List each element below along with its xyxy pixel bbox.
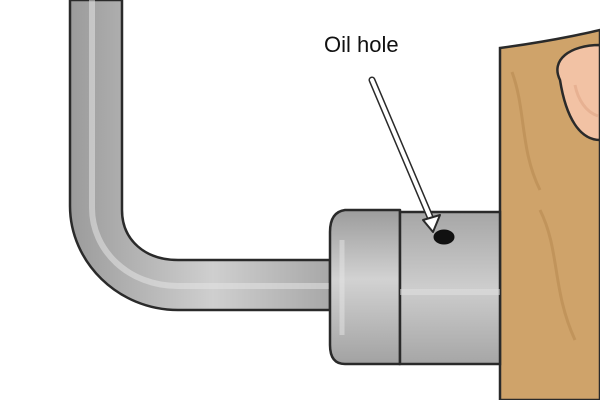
oil-hole-label: Oil hole <box>324 32 399 57</box>
chuck-collar <box>328 208 402 366</box>
brace-rod <box>68 0 332 312</box>
thumb <box>556 43 600 142</box>
oil-hole <box>433 229 455 245</box>
callout-arrow <box>368 76 441 233</box>
